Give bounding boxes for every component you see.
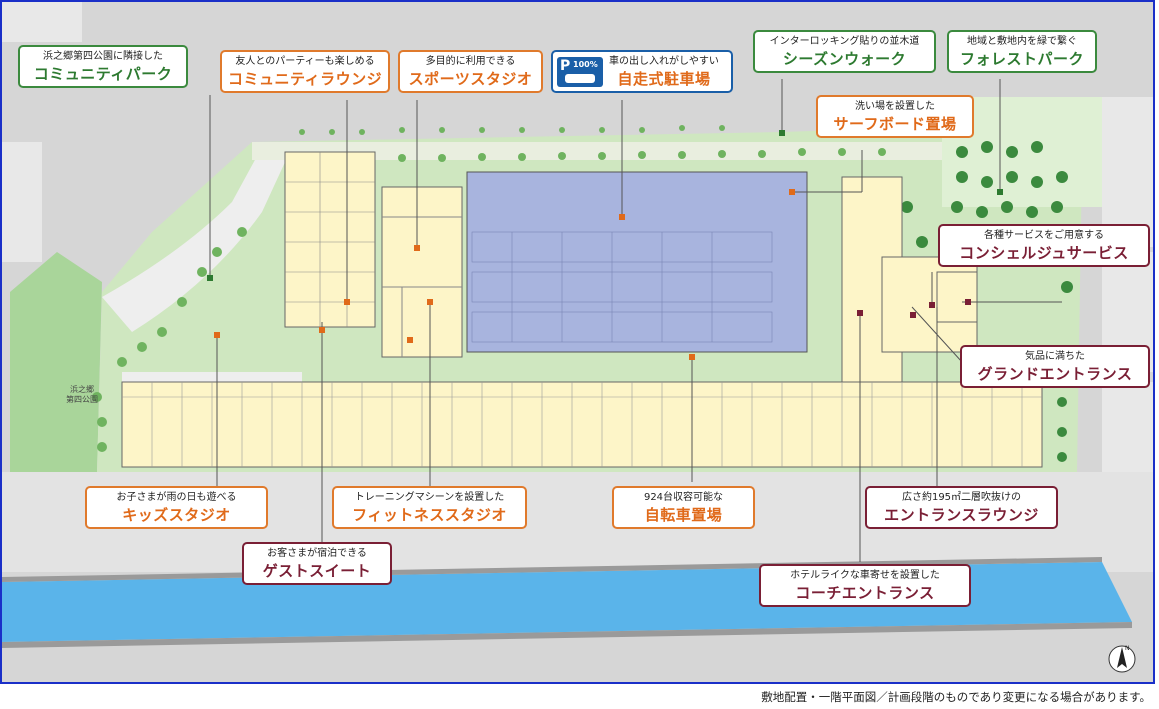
label-community-park: 浜之郷第四公園に隣接した コミュニティパーク xyxy=(18,45,188,88)
label-surfboard-storage: 洗い場を設置した サーフボード置場 xyxy=(816,95,974,138)
label-season-walk: インターロッキング貼りの並木道 シーズンウォーク xyxy=(753,30,936,73)
label-sub: 広さ約195㎡二層吹抜けの xyxy=(901,492,1022,503)
label-sub: 924台収容可能な xyxy=(643,492,724,503)
hamanogo-park xyxy=(10,252,102,472)
label-fitness-studio: トレーニングマシーンを設置した フィットネススタジオ xyxy=(332,486,527,529)
label-main: コミュニティラウンジ xyxy=(228,70,383,88)
label-grand-entrance: 気品に満ちた グランドエントランス xyxy=(960,345,1150,388)
label-main: コーチエントランス xyxy=(795,584,935,602)
label-concierge-service: 各種サービスをご用意する コンシェルジュサービス xyxy=(938,224,1150,267)
label-main: 自走式駐車場 xyxy=(617,70,711,88)
label-sub: 地域と敷地内を緑で繋ぐ xyxy=(967,36,1077,47)
label-main: サーフボード置場 xyxy=(833,115,957,133)
label-sub: トレーニングマシーンを設置した xyxy=(354,492,505,503)
label-sub: 洗い場を設置した xyxy=(855,101,935,112)
label-main: グランドエントランス xyxy=(977,365,1133,383)
footnote: 敷地配置・一階平面図／計画段階のものであり変更になる場合があります。 xyxy=(761,690,1151,704)
svg-text:N: N xyxy=(1125,645,1130,652)
label-kids-studio: お子さまが雨の日も遊べる キッズスタジオ xyxy=(85,486,268,529)
label-sub: ホテルライクな車寄せを設置した xyxy=(790,570,940,581)
label-sub: 友人とのパーティーも楽しめる xyxy=(235,56,375,67)
south-building xyxy=(121,381,1043,468)
label-sub: お客さまが宿泊できる xyxy=(267,548,367,559)
label-sub: 気品に満ちた xyxy=(1025,351,1085,362)
site-plan-map xyxy=(2,2,1153,682)
label-main: スポーツスタジオ xyxy=(408,70,533,88)
label-bicycle-parking: 924台収容可能な 自転車置場 xyxy=(612,486,755,529)
label-sub: インターロッキング貼りの並木道 xyxy=(769,36,920,47)
label-main: キッズスタジオ xyxy=(122,506,231,524)
site-plan-frame: 浜之郷 第四公園 N 浜之郷第四公園に隣接した コミュニティパーク 友人とのパー… xyxy=(0,0,1155,684)
label-main: フォレストパーク xyxy=(959,50,1084,68)
label-parking: P 100% 車の出し入れがしやすい 自走式駐車場 xyxy=(551,50,733,93)
label-community-lounge: 友人とのパーティーも楽しめる コミュニティラウンジ xyxy=(220,50,390,93)
park-name-label: 浜之郷 第四公園 xyxy=(66,385,98,404)
label-sub: 多目的に利用できる xyxy=(425,56,516,67)
north-arrow-icon: N xyxy=(1108,645,1136,673)
label-sports-studio: 多目的に利用できる スポーツスタジオ xyxy=(398,50,543,93)
label-main: コンシェルジュサービス xyxy=(959,244,1129,262)
label-main: エントランスラウンジ xyxy=(884,506,1039,524)
label-forest-park: 地域と敷地内を緑で繋ぐ フォレストパーク xyxy=(947,30,1097,73)
label-main: ゲストスイート xyxy=(262,562,372,580)
label-main: 自転車置場 xyxy=(644,506,723,524)
west-building xyxy=(284,151,376,328)
label-coach-entrance: ホテルライクな車寄せを設置した コーチエントランス xyxy=(759,564,971,607)
label-entrance-lounge: 広さ約195㎡二層吹抜けの エントランスラウンジ xyxy=(865,486,1058,529)
label-main: シーズンウォーク xyxy=(782,50,907,68)
label-sub: 車の出し入れがしやすい xyxy=(609,56,719,67)
amenity-building xyxy=(381,186,463,358)
label-sub: 各種サービスをご用意する xyxy=(984,230,1104,241)
label-main: フィットネススタジオ xyxy=(352,506,507,524)
label-sub: お子さまが雨の日も遊べる xyxy=(116,492,237,503)
label-guest-suite: お客さまが宿泊できる ゲストスイート xyxy=(242,542,392,585)
label-sub: 浜之郷第四公園に隣接した xyxy=(43,51,163,62)
label-main: コミュニティパーク xyxy=(33,65,173,83)
parking-badge-icon: P 100% xyxy=(557,57,603,87)
